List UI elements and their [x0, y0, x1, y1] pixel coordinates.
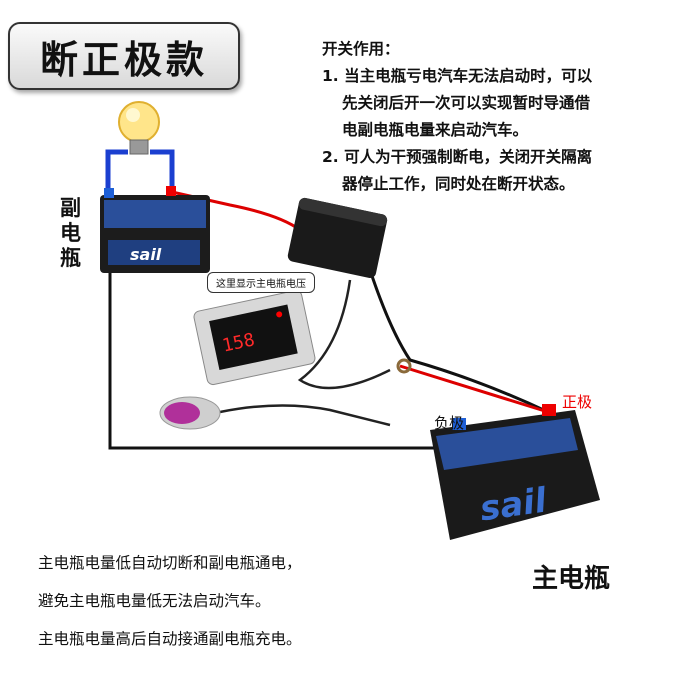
description-line: 当主电瓶亏电汽车无法启动时，可以: [344, 67, 593, 85]
function-description: 开关作用： 1. 当主电瓶亏电汽车无法启动时，可以 先关闭后开一次可以实现暂时导…: [322, 36, 592, 198]
isolator-module: [287, 197, 388, 278]
voltage-callout: 这里显示主电瓶电压: [207, 272, 315, 293]
display-cable: [297, 279, 391, 390]
description-line: 可人为干预强制断电，关闭开关隔离: [344, 148, 593, 166]
description-heading: 开关作用：: [322, 40, 400, 58]
description-line: 先关闭后开一次可以实现暂时导通借: [342, 94, 591, 112]
remote-cable: [219, 404, 391, 427]
item-number: 1.: [322, 67, 339, 85]
positive-wire-main: [399, 364, 549, 414]
bottom-notes: 主电瓶电量低自动切断和副电瓶通电， 避免主电瓶电量低无法启动汽车。 主电瓶电量高…: [38, 544, 302, 658]
secondary-battery: sail: [100, 186, 210, 273]
description-line: 电副电瓶电量来启动汽车。: [342, 121, 529, 139]
voltage-display-box: 158: [193, 290, 316, 386]
description-line: 器停止工作，同时处在断开状态。: [342, 175, 575, 193]
battery-brand-logo: sail: [130, 245, 162, 264]
bulb-wire: [105, 149, 175, 190]
note-line: 避免主电瓶电量低无法启动汽车。: [38, 592, 271, 610]
main-battery-label: 主电瓶: [532, 564, 611, 594]
remote-switch-fob: [159, 396, 221, 430]
positive-terminal-label: 正极: [562, 393, 593, 411]
negative-terminal-label: 负极: [434, 414, 465, 432]
item-number: 2.: [322, 148, 339, 166]
ring-terminal: [396, 358, 412, 374]
note-line: 主电瓶电量高后自动接通副电瓶充电。: [38, 630, 302, 648]
title-banner: 断正极款: [8, 22, 240, 90]
svg-text:sail: sail: [477, 480, 550, 529]
light-bulb-icon: [118, 101, 160, 155]
secondary-battery-label: 副电瓶: [60, 196, 81, 270]
module-cable: [368, 269, 549, 414]
page-title: 断正极款: [39, 37, 208, 82]
main-battery: sail: [430, 404, 600, 540]
note-line: 主电瓶电量低自动切断和副电瓶通电，: [38, 554, 302, 572]
